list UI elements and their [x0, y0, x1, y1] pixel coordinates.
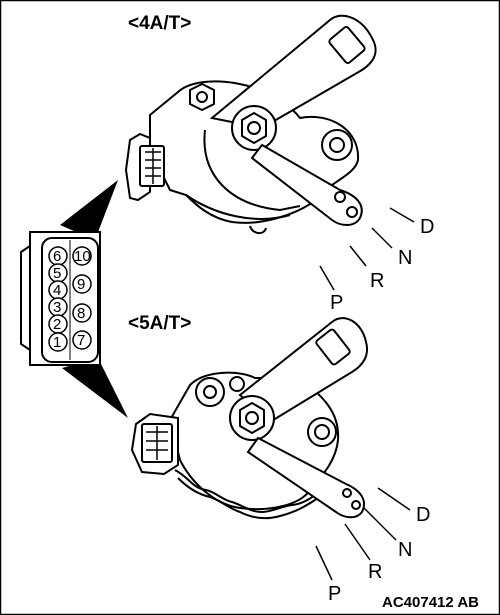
arc-slot-4at: [203, 129, 301, 212]
pin-number-5: 5: [53, 265, 61, 282]
leader-r-4at: [349, 245, 367, 267]
arm-hole-2-5at: [351, 500, 361, 510]
pin-number-7: 7: [77, 332, 85, 349]
pin-number-9: 9: [77, 276, 85, 293]
figure-code: AC407412 AB: [382, 594, 479, 611]
position-label-r-5at: R: [368, 561, 382, 583]
pin-number-8: 8: [77, 305, 85, 322]
pointer-arrow-lower: [62, 358, 128, 418]
hex-bolt-top-center-4at: [196, 91, 208, 103]
lever-slot-5at: [315, 328, 351, 366]
body-rim-5at: [174, 469, 323, 514]
leader-n-4at: [371, 227, 393, 249]
pin-number-10: 10: [74, 248, 91, 265]
lever-slot-4at: [328, 26, 366, 64]
position-label-r-4at: R: [370, 270, 384, 292]
leader-d-5at: [377, 487, 411, 511]
mount-hole-right-5at: [314, 424, 330, 440]
leader-p-5at: [315, 545, 333, 581]
pointer-arrow-upper: [60, 180, 118, 240]
leader-r-5at: [344, 523, 371, 561]
switch-5at: [130, 317, 368, 520]
arm-hole-1-5at: [342, 488, 352, 498]
mount-hole-right-4at: [329, 137, 345, 153]
position-label-p-5at: P: [328, 583, 341, 605]
arm-hole-2-4at: [346, 206, 358, 218]
shaft-nut-center-4at: [247, 121, 261, 135]
pin-number-1: 1: [53, 334, 61, 351]
position-label-d-4at: D: [420, 216, 434, 238]
connector-pin-numbers: 6 10 5 9 4 3 8 2 1 7: [53, 248, 91, 351]
connector-detail-latch: [20, 244, 31, 352]
position-label-n-4at: N: [398, 247, 412, 269]
title-5at: <5A/T>: [128, 313, 191, 334]
lever-arm-lower-5at: [246, 436, 365, 519]
pin-number-2: 2: [53, 316, 61, 333]
position-label-d-5at: D: [416, 504, 430, 526]
pin-number-6: 6: [53, 248, 61, 265]
connector-pin-circles: [48, 246, 92, 352]
leaders-5at: [315, 487, 411, 581]
pin-number-3: 3: [53, 299, 61, 316]
body-edge-4at: [185, 194, 291, 220]
switch-4at: [124, 14, 377, 234]
leaders-4at: [319, 207, 415, 291]
leader-n-5at: [363, 507, 397, 541]
leader-d-4at: [389, 207, 415, 223]
leader-p-4at: [319, 265, 335, 291]
pin-number-4: 4: [53, 282, 61, 299]
lever-arm-lower-4at: [250, 143, 363, 226]
shaft-nut-center-5at: [245, 411, 259, 425]
arm-hole-1-4at: [334, 191, 346, 203]
connector-detail: [20, 231, 101, 366]
position-label-n-5at: N: [398, 539, 412, 561]
mount-boss-top-5at: [229, 376, 245, 392]
mount-hole-left-5at: [203, 385, 217, 399]
position-label-p-4at: P: [330, 292, 343, 314]
title-4at: <4A/T>: [128, 13, 191, 34]
body-stud-4at: [249, 225, 267, 234]
